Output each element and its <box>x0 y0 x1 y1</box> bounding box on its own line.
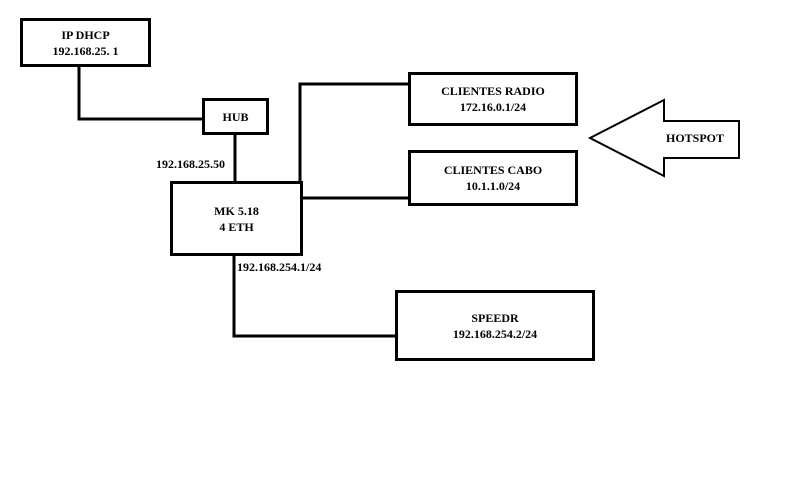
mk-lan-ip-label: 192.168.254.1/24 <box>237 260 322 274</box>
hotspot-arrow <box>587 98 740 178</box>
node-hub-title: HUB <box>222 109 249 124</box>
link-dhcp-hub <box>77 64 205 121</box>
node-ip-dhcp: IP DHCP 192.168.25. 1 <box>20 18 151 67</box>
link-mk-clientes-radio <box>298 82 411 184</box>
node-clientes-radio-title: CLIENTES RADIO <box>441 84 545 98</box>
node-mikrotik: MK 5.18 4 ETH <box>170 181 303 256</box>
node-clientes-radio: CLIENTES RADIO 172.16.0.1/24 <box>408 72 578 126</box>
node-clientes-radio-network: 172.16.0.1/24 <box>459 100 527 114</box>
node-clientes-cabo-title: CLIENTES CABO <box>443 163 543 177</box>
node-clientes-cabo: CLIENTES CABO 10.1.1.0/24 <box>408 150 578 206</box>
hotspot-label: HOTSPOT <box>666 131 725 145</box>
node-speedr-title: SPEEDR <box>471 310 519 325</box>
node-hub: HUB <box>202 98 269 135</box>
link-mk-speedr <box>232 253 398 338</box>
node-mikrotik-ports: 4 ETH <box>219 219 254 234</box>
node-mikrotik-title: MK 5.18 <box>214 203 259 218</box>
node-ip-dhcp-address: 192.168.25. 1 <box>52 43 119 58</box>
mk-wan-ip-label: 192.168.25.50 <box>156 157 225 171</box>
node-clientes-cabo-network: 10.1.1.0/24 <box>465 179 521 193</box>
node-ip-dhcp-title: IP DHCP <box>61 27 110 42</box>
node-speedr: SPEEDR 192.168.254.2/24 <box>395 290 595 361</box>
node-speedr-address: 192.168.254.2/24 <box>452 326 538 341</box>
